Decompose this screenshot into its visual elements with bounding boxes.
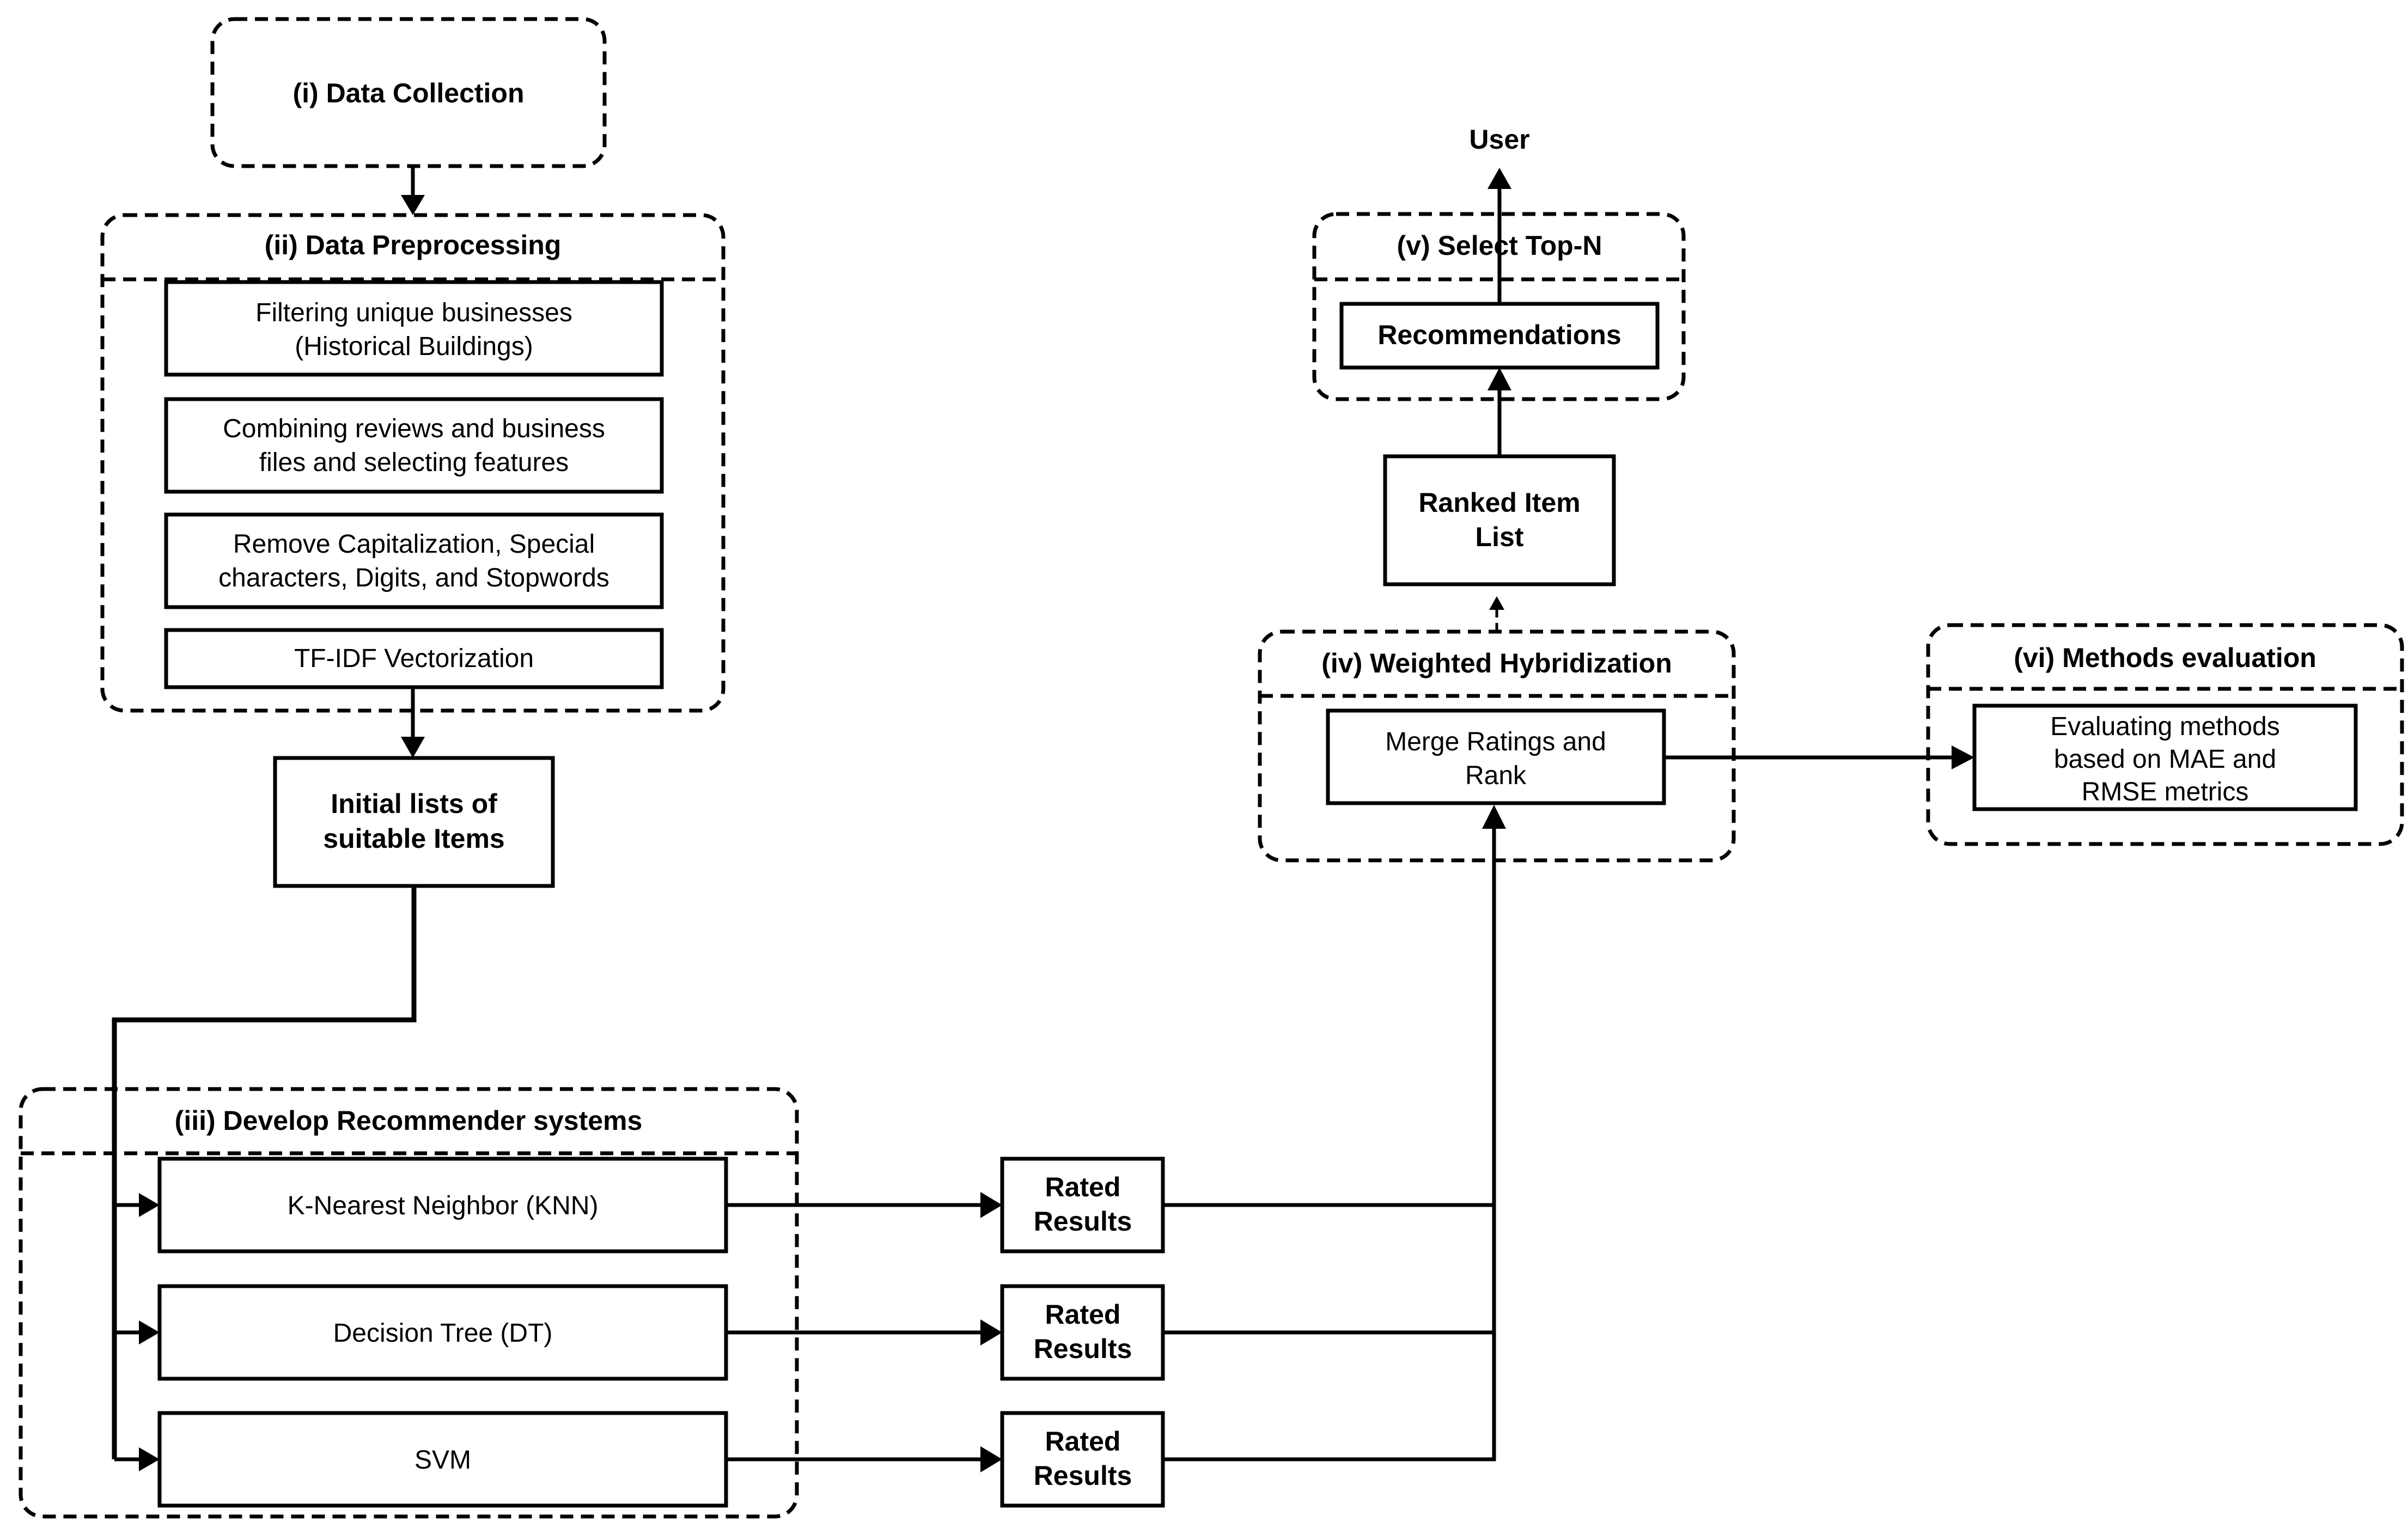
stage-develop-recommender: (iii) Develop Recommender systems K-Near…: [19, 1087, 799, 1519]
connector-rated-to-merge: [1163, 828, 1496, 1461]
preprocessing-step-combining: Combining reviews and business files and…: [164, 397, 664, 494]
connector-initial-lists-to-models: [112, 886, 417, 1459]
model-label-dt: Decision Tree (DT): [333, 1319, 553, 1348]
evaluating-box: Evaluating methods based on MAE and RMSE…: [1972, 704, 2358, 811]
arrowhead: [980, 1319, 1002, 1346]
merge-box: Merge Ratings and Rank: [1326, 708, 1666, 805]
model-label-knn: K-Nearest Neighbor (KNN): [288, 1191, 599, 1220]
rated-results-line: Rated: [1045, 1426, 1121, 1457]
arrowhead: [139, 1447, 160, 1471]
rated-results-line: Rated: [1045, 1299, 1121, 1330]
preprocessing-step-cleaning: Remove Capitalization, Special character…: [164, 512, 664, 609]
arrowhead: [401, 195, 425, 215]
ranked-item-list-box: Ranked Item List: [1383, 454, 1616, 586]
merge-line: Rank: [1465, 761, 1527, 790]
rated-results-line: Results: [1034, 1460, 1132, 1491]
stage-label-weighted-hybridization: (iv) Weighted Hybridization: [1321, 648, 1672, 678]
arrowhead: [1482, 805, 1506, 829]
stage-label-data-preprocessing: (ii) Data Preprocessing: [265, 230, 562, 260]
recommendations-label: Recommendations: [1377, 320, 1621, 350]
initial-lists-line: suitable Items: [323, 823, 504, 854]
user-label: User: [1469, 124, 1529, 155]
initial-lists-line: Initial lists of: [331, 788, 497, 819]
ranked-list-line: List: [1476, 522, 1524, 552]
stage-data-collection: (i) Data Collection: [210, 17, 607, 168]
evaluating-line: Evaluating methods: [2050, 712, 2280, 741]
arrowhead: [401, 737, 425, 758]
rated-results-dt: Rated Results: [1000, 1284, 1165, 1381]
ranked-list-line: Ranked Item: [1418, 487, 1580, 518]
stage-label-methods-evaluation: (vi) Methods evaluation: [2014, 643, 2316, 673]
recommendations-box: Recommendations: [1339, 302, 1660, 370]
arrowhead: [1952, 745, 1974, 769]
arrowhead: [139, 1320, 160, 1344]
arrowhead: [980, 1446, 1002, 1472]
arrowhead: [1488, 168, 1511, 189]
preprocessing-step-line: (Historical Buildings): [295, 332, 533, 361]
rated-results-svm: Rated Results: [1000, 1411, 1165, 1508]
model-knn: K-Nearest Neighbor (KNN): [157, 1157, 728, 1253]
model-label-svm: SVM: [414, 1446, 471, 1475]
preprocessing-step-line: TF-IDF Vectorization: [294, 644, 534, 673]
evaluating-line: RMSE metrics: [2082, 778, 2249, 806]
arrowhead: [1488, 368, 1511, 390]
stage-methods-evaluation: (vi) Methods evaluation Evaluating metho…: [1926, 623, 2404, 846]
arrowhead: [139, 1193, 160, 1217]
stage-label-data-collection: (i) Data Collection: [292, 78, 524, 108]
preprocessing-step-line: Combining reviews and business: [223, 414, 605, 443]
model-dt: Decision Tree (DT): [157, 1284, 728, 1381]
arrowhead: [980, 1192, 1002, 1218]
rated-results-knn: Rated Results: [1000, 1157, 1165, 1253]
preprocessing-step-line: Remove Capitalization, Special: [233, 530, 595, 559]
preprocessing-step-tfidf: TF-IDF Vectorization: [164, 628, 664, 689]
rated-results-line: Rated: [1045, 1172, 1121, 1202]
preprocessing-step-line: files and selecting features: [259, 448, 569, 477]
preprocessing-step-filtering: Filtering unique businesses (Historical …: [164, 280, 664, 377]
merge-line: Merge Ratings and: [1385, 727, 1606, 756]
stage-label-develop-recommender: (iii) Develop Recommender systems: [175, 1105, 643, 1136]
arrowhead: [1489, 596, 1504, 610]
evaluating-line: based on MAE and: [2054, 745, 2276, 774]
preprocessing-step-line: characters, Digits, and Stopwords: [218, 564, 609, 592]
stage-data-preprocessing: (ii) Data Preprocessing Filtering unique…: [100, 213, 726, 713]
preprocessing-step-line: Filtering unique businesses: [255, 298, 572, 327]
rated-results-line: Results: [1034, 1206, 1132, 1237]
initial-lists-box: Initial lists of suitable Items: [273, 756, 555, 888]
stage-weighted-hybridization: (iv) Weighted Hybridization Merge Rating…: [1258, 629, 1736, 863]
rated-results-line: Results: [1034, 1334, 1132, 1364]
model-svm: SVM: [157, 1411, 728, 1508]
